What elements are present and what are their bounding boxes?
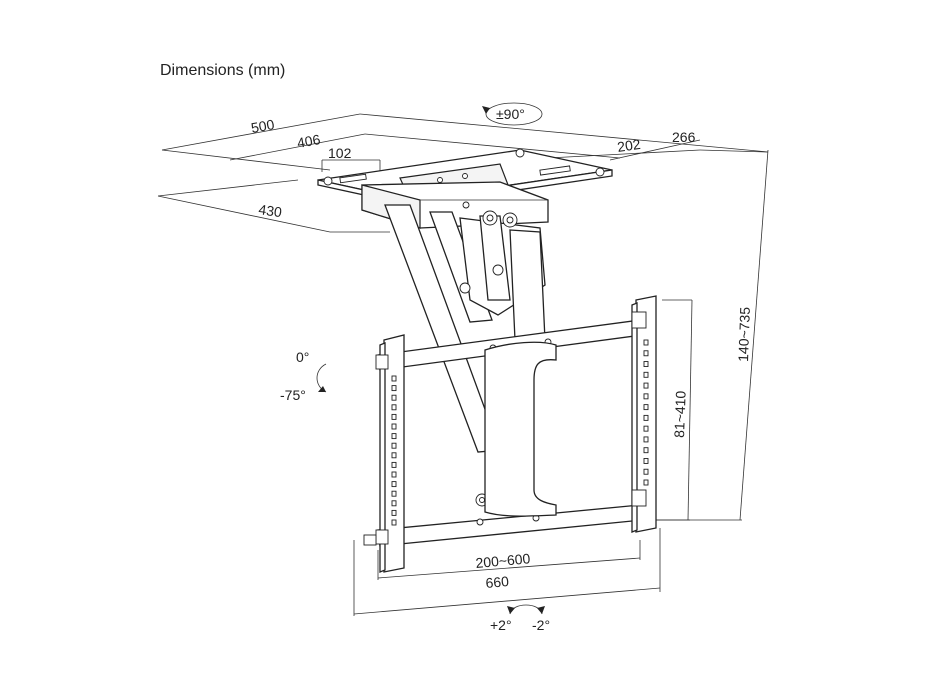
- left-bracket-slots: [391, 375, 397, 526]
- bracket-slot: [391, 375, 397, 382]
- bracket-slot: [643, 382, 649, 389]
- dim-430-label: 430: [258, 201, 284, 220]
- level-arrow-icon: [507, 604, 545, 615]
- bracket-slot: [643, 447, 649, 454]
- dim-width-label: 660: [485, 573, 510, 591]
- dim-vesa-vertical-label: 81~410: [671, 390, 689, 438]
- bracket-slot: [391, 442, 397, 449]
- swivel-label: ±90°: [496, 106, 525, 122]
- dim-height-label: 140~735: [735, 306, 753, 362]
- bracket-slot: [643, 414, 649, 421]
- bracket-slot: [391, 471, 397, 478]
- bracket-slot: [643, 468, 649, 475]
- bracket-slot: [643, 436, 649, 443]
- bracket-slot: [643, 361, 649, 367]
- bracket-slot: [391, 509, 397, 516]
- bracket-slot: [643, 458, 649, 464]
- level-right-label: -2°: [532, 617, 550, 633]
- bottom-dimension-lines: [353, 528, 661, 616]
- tilt-arrow-icon: [316, 363, 327, 393]
- bracket-slot: [391, 461, 397, 468]
- dim-500-label: 500: [250, 116, 276, 136]
- bracket-slot: [391, 385, 397, 392]
- swivel-arrow-icon: [482, 102, 543, 126]
- bracket-slot: [391, 481, 397, 488]
- bracket-slot: [391, 404, 397, 411]
- bracket-slot: [391, 413, 397, 420]
- bracket-slot: [391, 452, 397, 459]
- dim-266-label: 266: [672, 129, 696, 145]
- bracket-slot: [643, 479, 649, 486]
- bracket-slot: [643, 371, 649, 378]
- bracket-slot: [391, 433, 397, 440]
- tv-frame: [363, 295, 657, 573]
- dim-102-label: 102: [328, 145, 352, 161]
- tilt-top-label: 0°: [296, 349, 309, 365]
- bracket-slot: [643, 404, 649, 411]
- level-left-label: +2°: [490, 617, 512, 633]
- bracket-slot: [643, 350, 649, 357]
- bracket-slot: [391, 519, 397, 526]
- dim-406-label: 406: [296, 131, 322, 151]
- bracket-slot: [643, 339, 649, 346]
- bracket-slot: [643, 425, 649, 432]
- top-dimension-lines: [157, 113, 769, 233]
- dim-vesa-horizontal-label: 200~600: [475, 550, 531, 571]
- bracket-slot: [391, 500, 397, 507]
- right-dimension-lines: [650, 149, 769, 521]
- diagram-title: Dimensions (mm): [160, 62, 286, 79]
- bracket-slot: [391, 490, 397, 497]
- bracket-slot: [643, 393, 649, 400]
- tilt-bottom-label: -75°: [280, 387, 306, 403]
- bracket-slot: [391, 394, 397, 401]
- bracket-slot: [391, 423, 397, 430]
- dim-202-label: 202: [616, 136, 642, 155]
- right-bracket-slots: [643, 339, 649, 486]
